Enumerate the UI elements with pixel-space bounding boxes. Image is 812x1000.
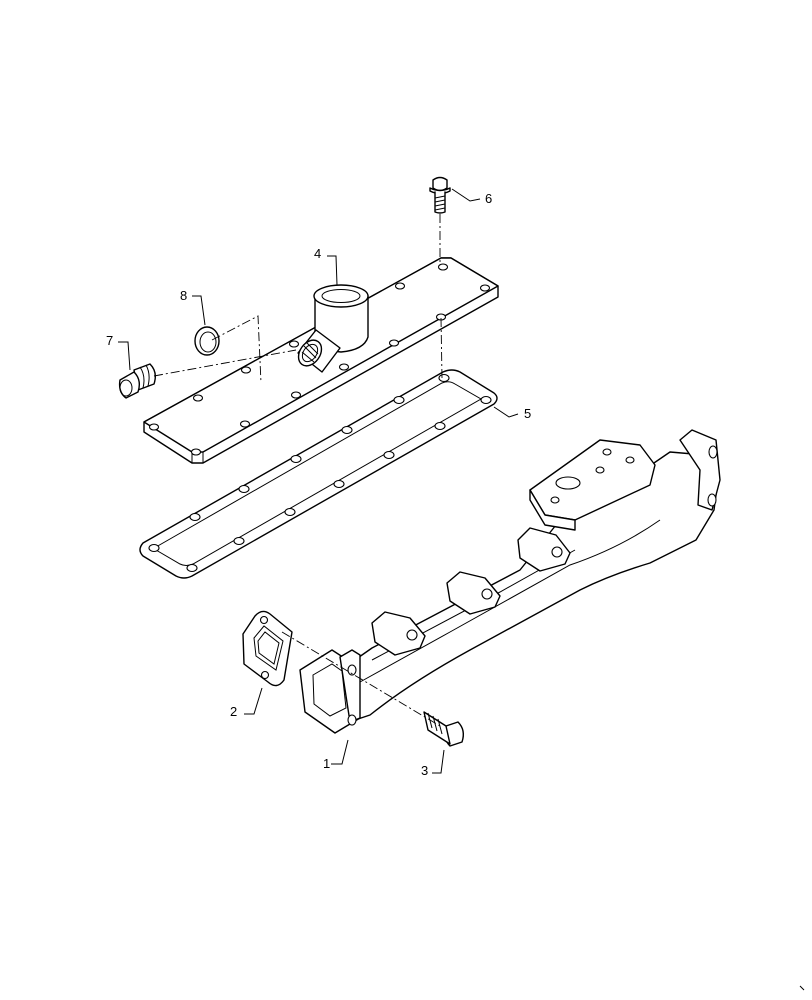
callout-label: 6 bbox=[485, 191, 492, 206]
callout-8: 8 bbox=[180, 288, 206, 326]
callout-label: 2 bbox=[230, 704, 237, 719]
cover-plate-holes bbox=[148, 263, 491, 456]
manifold-gasket bbox=[242, 610, 293, 687]
callout-5: 5 bbox=[493, 406, 531, 421]
cover-plate bbox=[143, 257, 499, 464]
manifold-bolt bbox=[423, 711, 465, 747]
callout-1: 1 bbox=[323, 739, 349, 771]
corner-mark bbox=[799, 985, 805, 991]
callout-7: 7 bbox=[106, 333, 131, 371]
callout-6: 6 bbox=[451, 188, 492, 206]
exhaust-manifold bbox=[299, 429, 721, 734]
cover-bolt bbox=[429, 176, 451, 214]
callout-label: 8 bbox=[180, 288, 187, 303]
o-ring bbox=[194, 326, 220, 356]
callout-label: 1 bbox=[323, 756, 330, 771]
callout-4: 4 bbox=[314, 246, 338, 286]
callout-3: 3 bbox=[421, 749, 445, 778]
cover-gasket-holes bbox=[148, 373, 492, 573]
cover-gasket bbox=[139, 369, 498, 579]
cover-plate-outlet bbox=[297, 284, 369, 373]
callout-2: 2 bbox=[230, 687, 263, 719]
callout-label: 3 bbox=[421, 763, 428, 778]
callout-label: 7 bbox=[106, 333, 113, 348]
callout-label: 4 bbox=[314, 246, 321, 261]
plug bbox=[118, 363, 157, 399]
assembly-lines bbox=[153, 214, 443, 727]
callout-label: 5 bbox=[524, 406, 531, 421]
